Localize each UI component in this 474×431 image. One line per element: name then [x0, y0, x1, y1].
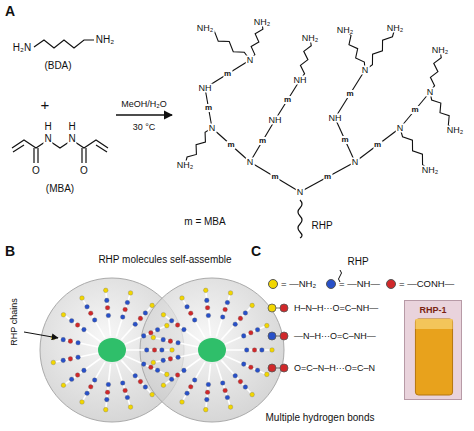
mba-link	[300, 162, 355, 192]
atom-label: H	[67, 122, 76, 132]
mba-link	[335, 70, 365, 118]
mba-link	[355, 128, 400, 162]
atom-label: O	[79, 166, 89, 176]
atom-label: N	[396, 124, 405, 133]
atom-label: N	[296, 188, 305, 197]
plus-sign: +	[41, 97, 50, 112]
hbond-formula: O=C–N–H···O=C–N	[294, 364, 375, 373]
atom-label: N	[43, 134, 52, 144]
bda-skeleton	[34, 40, 94, 48]
panel-letter: B	[5, 244, 15, 258]
reaction-condition: MeOH/H₂O	[121, 100, 167, 109]
atom-label: NH₂	[253, 18, 272, 27]
atom-label: NH	[268, 116, 283, 125]
bda-chain	[430, 50, 441, 92]
atom-label: NH₂	[336, 26, 355, 35]
mba-link	[250, 162, 300, 192]
panel-letter: C	[251, 244, 261, 258]
atom-label: H	[43, 122, 52, 132]
sample-photo: RHP-1	[404, 300, 462, 400]
atom-label: N	[208, 124, 217, 133]
sphere	[140, 278, 284, 422]
bda-chain	[345, 30, 365, 70]
atom-label: N	[67, 134, 76, 144]
atom-label: N	[426, 88, 435, 97]
vial-picture	[405, 301, 463, 401]
legend-text: = —CONH—	[399, 278, 454, 289]
bda-chain	[365, 28, 395, 70]
color-dot	[386, 279, 396, 289]
hbond-formula: H–N–H···O=C–NH—	[294, 304, 378, 313]
atom-label: NH₂	[431, 46, 450, 55]
structure-bonds	[185, 22, 455, 192]
mba-unit: m	[283, 96, 292, 104]
atom-label: NH₂	[421, 166, 440, 175]
atom-label: NH₂	[95, 35, 115, 45]
atom-label: N	[246, 56, 255, 65]
atom-label: H₂N	[12, 43, 32, 53]
reaction-arrow	[116, 114, 172, 115]
mba-link	[250, 120, 275, 162]
rhp-chains	[51, 288, 274, 412]
sample-label: RHP-1	[405, 301, 461, 315]
mba-unit: m	[345, 90, 354, 98]
legend-text: = —NH₂	[281, 278, 316, 289]
mba-link	[400, 92, 430, 128]
color-dot	[326, 279, 336, 289]
legend-item: = —NH—	[326, 278, 380, 289]
hbond-formula: —N–H···O=C–NH—	[294, 332, 376, 341]
mba-link	[212, 128, 250, 162]
atom-label: N	[246, 158, 255, 167]
core	[98, 338, 126, 362]
bda-chain	[400, 128, 430, 170]
mba-link	[335, 118, 355, 162]
product-name: RHP	[347, 257, 368, 267]
compound-name: (MBA)	[46, 184, 74, 194]
mba-unit: m	[258, 137, 267, 145]
atom-label: N	[361, 66, 370, 75]
core	[198, 338, 226, 362]
atom-label: NH₂	[301, 34, 320, 43]
panel-letter: A	[5, 4, 15, 18]
mba-unit: m	[323, 173, 332, 181]
bda-chain	[205, 28, 250, 60]
key-note: m = MBA	[184, 217, 225, 227]
atom-label: NH₂	[386, 24, 405, 33]
atom-label: N	[351, 158, 360, 167]
mba-link	[275, 80, 300, 120]
atom-label: NH₂	[446, 126, 465, 135]
legend-item: = —CONH—	[386, 278, 454, 289]
panel-caption: Multiple hydrogen bonds	[266, 413, 375, 423]
mba-unit: m	[226, 141, 235, 149]
product-name: RHP	[311, 221, 332, 231]
atom-label: NH₂	[176, 161, 195, 170]
bda-chain	[185, 128, 212, 165]
legend-item: = —NH₂	[268, 278, 316, 289]
atom-label: NH	[198, 84, 213, 93]
chains-pointer	[24, 332, 58, 338]
atom-label: O	[31, 166, 41, 176]
atom-label: NH	[328, 114, 343, 123]
mba-unit: m	[204, 104, 213, 112]
mba-unit: m	[410, 106, 419, 114]
color-dot	[268, 279, 278, 289]
callout-label: RHP chains	[10, 298, 19, 345]
hbond-pairs	[268, 304, 288, 372]
legend-text: = —NH—	[339, 278, 380, 289]
mba-skeleton	[12, 140, 108, 163]
atom-label: NH₂	[196, 24, 215, 33]
panel-caption: RHP molecules self-assemble	[98, 255, 231, 265]
mba-unit: m	[270, 173, 279, 181]
mba-unit: m	[340, 136, 349, 144]
reaction-condition: 30 °C	[133, 123, 156, 132]
mba-unit: m	[373, 141, 382, 149]
rhp-tail	[298, 200, 302, 238]
bda-chain	[430, 92, 455, 130]
bda-chain	[250, 22, 263, 60]
mba-unit: m	[223, 70, 232, 78]
compound-name: (BDA)	[44, 61, 71, 71]
bda-chain	[300, 38, 311, 80]
atom-label: NH	[293, 76, 308, 85]
